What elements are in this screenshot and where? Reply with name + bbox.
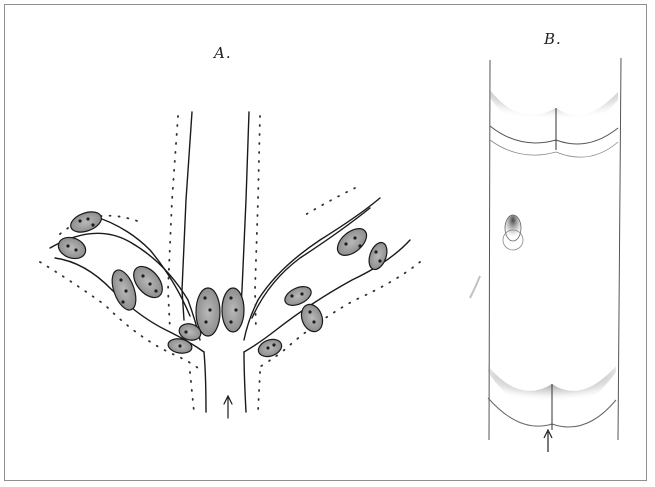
central-stalk-right-wall bbox=[240, 112, 249, 320]
sac bbox=[196, 288, 220, 336]
right-branch-inner bbox=[252, 208, 370, 318]
sac bbox=[256, 336, 284, 359]
central-stalk-left-wall bbox=[182, 112, 192, 320]
sac bbox=[55, 234, 88, 262]
base-channel-right-wall bbox=[244, 352, 246, 412]
stipple-envelope-a bbox=[40, 116, 420, 412]
upper-septum bbox=[490, 90, 618, 157]
base-channel-left-wall bbox=[204, 352, 206, 412]
small-vesicle bbox=[503, 215, 523, 250]
sac bbox=[298, 301, 326, 334]
panel-b-drawing bbox=[470, 58, 621, 452]
edge-smudge bbox=[470, 276, 480, 298]
sac bbox=[366, 240, 391, 272]
left-branch-inner bbox=[90, 215, 190, 316]
arrow-b bbox=[544, 430, 552, 452]
arrow-a bbox=[224, 396, 232, 418]
lower-septum bbox=[488, 366, 616, 430]
sac bbox=[68, 208, 104, 236]
panel-a-drawing bbox=[50, 112, 410, 418]
sac bbox=[222, 288, 244, 332]
